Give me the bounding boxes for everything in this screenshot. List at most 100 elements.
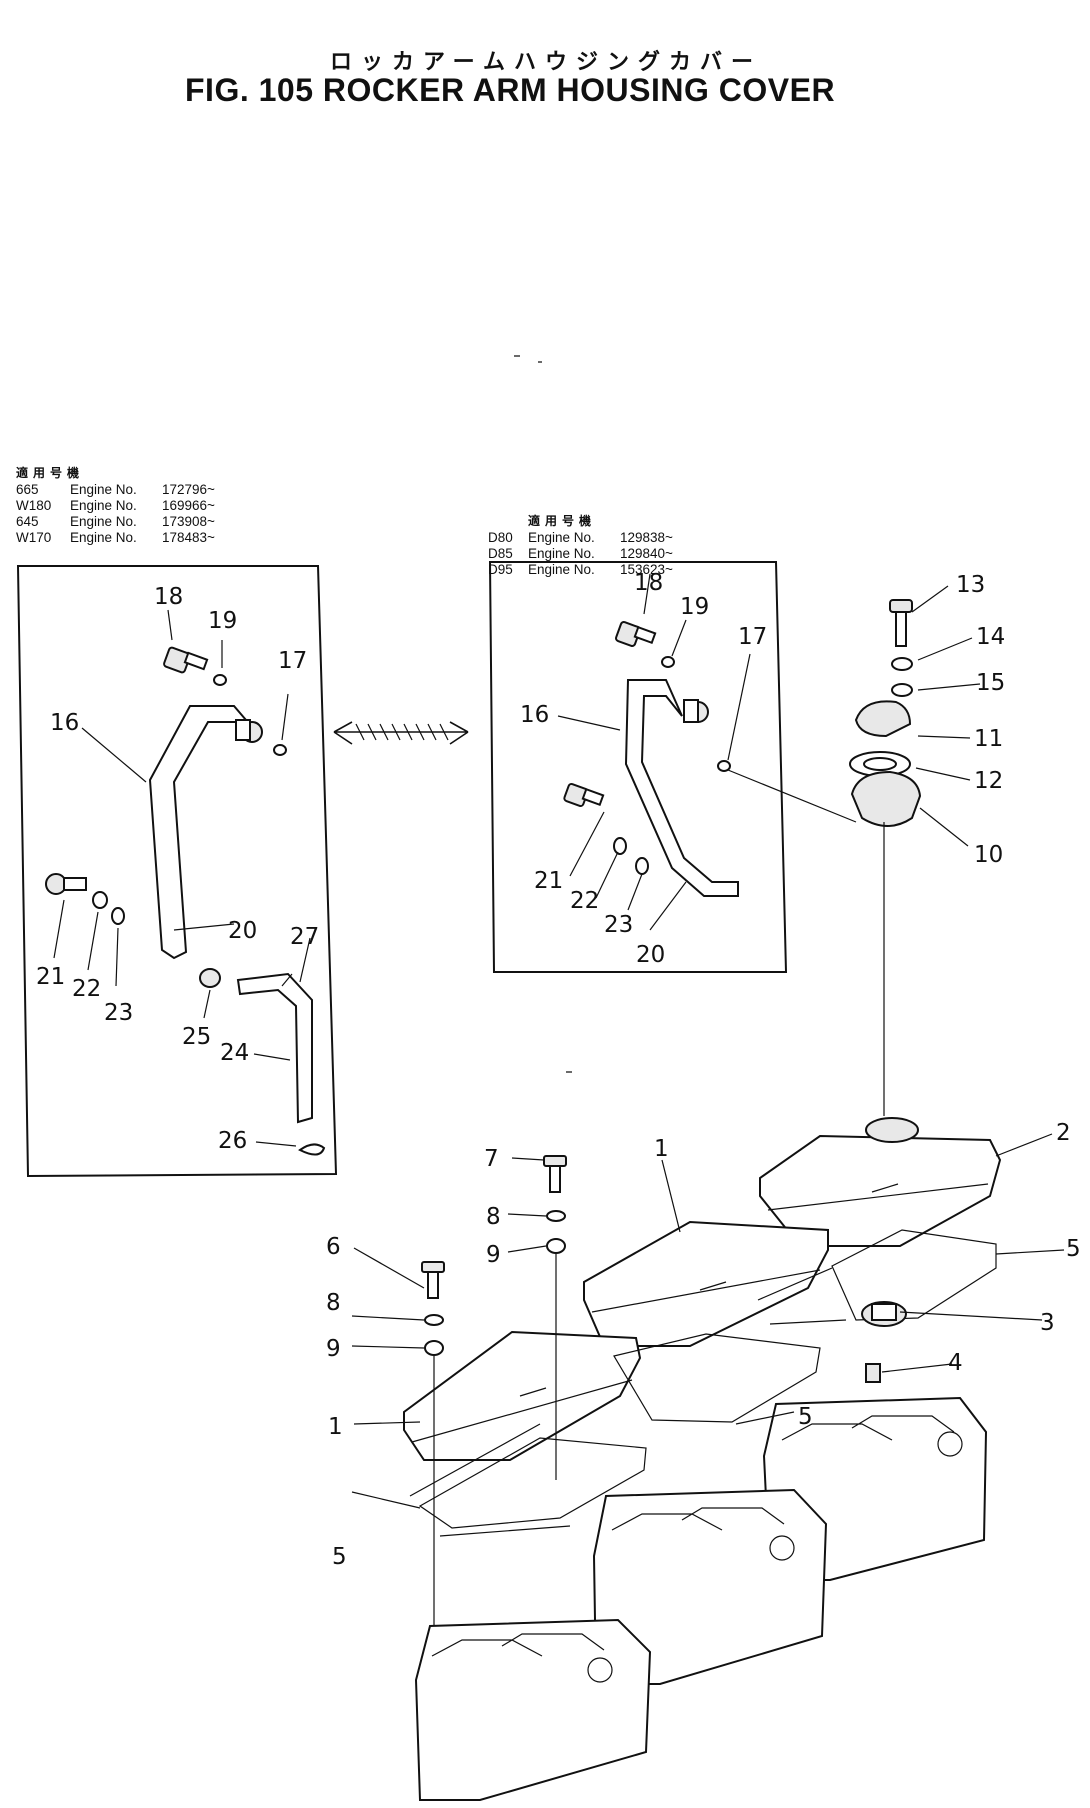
- main-leader-lines: [351, 1133, 1065, 1509]
- engine-no-label: Engine No.: [528, 546, 595, 561]
- serial-number: 129840~: [620, 546, 673, 561]
- lock-washer: [891, 657, 913, 671]
- serial-number: 129838~: [620, 530, 673, 545]
- callout: 5: [1066, 1236, 1081, 1262]
- callout: 3: [1040, 1310, 1055, 1336]
- callout: 12: [974, 768, 1003, 794]
- callout: 18: [154, 584, 183, 610]
- right-inset-parts: [557, 573, 857, 931]
- callout: 5: [332, 1544, 347, 1570]
- engine-no-label: Engine No.: [70, 514, 137, 529]
- applicability-row: D95 Engine No. 153623~: [488, 562, 673, 578]
- left-inset-parts: [45, 609, 326, 1156]
- callout: 17: [738, 624, 767, 650]
- clip: [298, 1143, 326, 1156]
- callout: 23: [104, 1000, 133, 1026]
- print-noise: [514, 355, 572, 1073]
- callout: 18: [634, 570, 663, 596]
- model-code: D85: [488, 546, 513, 561]
- washer: [92, 891, 108, 909]
- dowel-cap: [861, 1301, 907, 1383]
- callout: 24: [220, 1040, 249, 1066]
- filler-bolt: [889, 599, 913, 647]
- washer: [213, 674, 227, 686]
- inset-box-left: [16, 565, 338, 1178]
- washer: [661, 656, 675, 668]
- callout: 17: [278, 648, 307, 674]
- alternative-arrow: [333, 721, 469, 745]
- breather-pipe: [624, 679, 739, 897]
- applicability-row: 665 Engine No. 172796~: [16, 482, 215, 498]
- engine-no-label: Engine No.: [528, 530, 595, 545]
- plug-bolt: [45, 873, 87, 895]
- callout: 13: [956, 572, 985, 598]
- gasket: [635, 857, 649, 875]
- plug-bolt: [563, 782, 605, 808]
- callout: 9: [326, 1336, 341, 1362]
- o-ring: [273, 744, 287, 756]
- housing-gaskets: [409, 1229, 997, 1537]
- callout: 20: [636, 942, 665, 968]
- callout: 19: [680, 594, 709, 620]
- callout: 21: [534, 868, 563, 894]
- banjo-fitting: [683, 699, 709, 723]
- applicability-header: 適用号機: [16, 466, 85, 480]
- engine-no-label: Engine No.: [70, 482, 137, 497]
- model-code: D95: [488, 562, 513, 577]
- o-ring: [717, 760, 731, 772]
- model-code: D80: [488, 530, 513, 545]
- rocker-cover-middle: [583, 1220, 829, 1347]
- filler-neck: [850, 770, 922, 827]
- callout: 5: [798, 1404, 813, 1430]
- callout: 7: [484, 1146, 499, 1172]
- callout: 16: [520, 702, 549, 728]
- callout: 22: [72, 976, 101, 1002]
- rocker-cover-rear: [759, 1117, 1002, 1247]
- callout: 20: [228, 918, 257, 944]
- model-code: W180: [16, 498, 52, 513]
- engine-no-label: Engine No.: [70, 530, 137, 545]
- inset-box-right: [488, 561, 788, 973]
- callout: 1: [328, 1414, 343, 1440]
- serial-number: 169966~: [162, 498, 215, 513]
- callout: 25: [182, 1024, 211, 1050]
- clamp: [281, 973, 293, 987]
- banjo-fitting: [235, 719, 263, 743]
- model-code: 665: [16, 482, 39, 497]
- banjo-bolt: [163, 646, 209, 674]
- callout: 19: [208, 608, 237, 634]
- applicability-header: 適用号機: [528, 514, 597, 528]
- connector: [199, 968, 221, 988]
- oil-filler-assembly: [849, 585, 981, 1116]
- callout: 16: [50, 710, 79, 736]
- callout: 23: [604, 912, 633, 938]
- gasket: [111, 907, 125, 925]
- callout: 9: [486, 1242, 501, 1268]
- callout: 6: [326, 1234, 341, 1260]
- callout: 14: [976, 624, 1005, 650]
- serial-number: 178483~: [162, 530, 215, 545]
- serial-number: 153623~: [620, 562, 673, 577]
- cylinder-head-housing: [414, 1396, 988, 1801]
- rocker-cover-front: [403, 1330, 642, 1461]
- applicability-row: D80 Engine No. 129838~: [488, 530, 673, 546]
- callout: 11: [974, 726, 1003, 752]
- breather-pipe: [148, 705, 248, 960]
- callout: 15: [976, 670, 1005, 696]
- callout: 10: [974, 842, 1003, 868]
- engine-no-label: Engine No.: [528, 562, 595, 577]
- callout: 8: [486, 1204, 501, 1230]
- figure-title: FIG. 105 ROCKER ARM HOUSING COVER: [185, 72, 836, 108]
- serial-number: 172796~: [162, 482, 215, 497]
- callout: 26: [218, 1128, 247, 1154]
- applicability-row: D85 Engine No. 129840~: [488, 546, 673, 562]
- hose: [236, 972, 313, 1124]
- callout: 22: [570, 888, 599, 914]
- callout: 1: [654, 1136, 669, 1162]
- cover-bolts: [421, 1155, 567, 1710]
